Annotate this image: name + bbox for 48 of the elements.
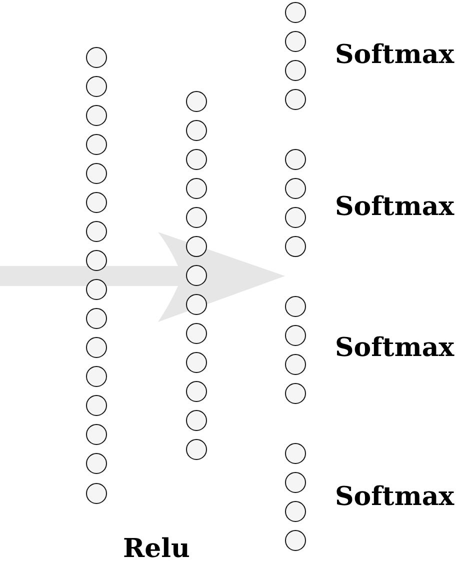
layer-label: Softmax	[335, 40, 454, 70]
layer-label: Relu	[123, 534, 190, 563]
neuron-circle	[284, 530, 306, 552]
neuron-circle	[284, 236, 306, 258]
neuron-circle	[186, 178, 206, 199]
neuron-circle	[86, 76, 106, 97]
neuron-circle	[86, 453, 106, 474]
neuron-circle	[86, 482, 106, 504]
neuron-circle	[86, 308, 106, 330]
layer-label: Softmax	[335, 192, 454, 222]
neuron-circle	[284, 354, 306, 376]
neuron-circle	[186, 120, 206, 141]
neuron-circle	[186, 381, 206, 402]
neuron-circle	[284, 178, 306, 199]
neuron-circle	[186, 352, 206, 374]
neuron-circle	[284, 383, 306, 404]
neuron-circle	[284, 442, 306, 464]
layer-label: Softmax	[335, 482, 454, 512]
neuron-circle	[284, 472, 306, 493]
neuron-circle	[186, 148, 206, 170]
neuron-circle	[284, 89, 306, 110]
neuron-circle	[186, 439, 206, 460]
neuron-circle	[284, 60, 306, 82]
neuron-circle	[186, 323, 206, 344]
neuron-circle	[86, 279, 106, 300]
neuron-circle	[284, 148, 306, 170]
neuron-circle	[86, 220, 106, 242]
neuron-circle	[86, 424, 106, 446]
neuron-circle	[86, 395, 106, 416]
neuron-circle	[284, 207, 306, 228]
neuron-circle	[284, 324, 306, 346]
neuron-circle	[284, 2, 306, 22]
neuron-circle	[86, 192, 106, 213]
neuron-circle	[186, 236, 206, 257]
neuron-circle	[284, 296, 306, 316]
neuron-circle	[284, 30, 306, 52]
neuron-circle	[186, 206, 206, 228]
neuron-circle	[86, 366, 106, 388]
neuron-circle	[284, 501, 306, 522]
neuron-circle	[86, 250, 106, 271]
layer-label: Softmax	[335, 333, 454, 363]
neuron-circle	[186, 90, 206, 112]
neuron-circle	[86, 337, 106, 358]
neuron-circle	[86, 46, 106, 68]
neuron-circle	[86, 162, 106, 184]
neuron-circle	[86, 104, 106, 126]
neuron-circle	[86, 134, 106, 155]
neuron-circle	[186, 410, 206, 432]
